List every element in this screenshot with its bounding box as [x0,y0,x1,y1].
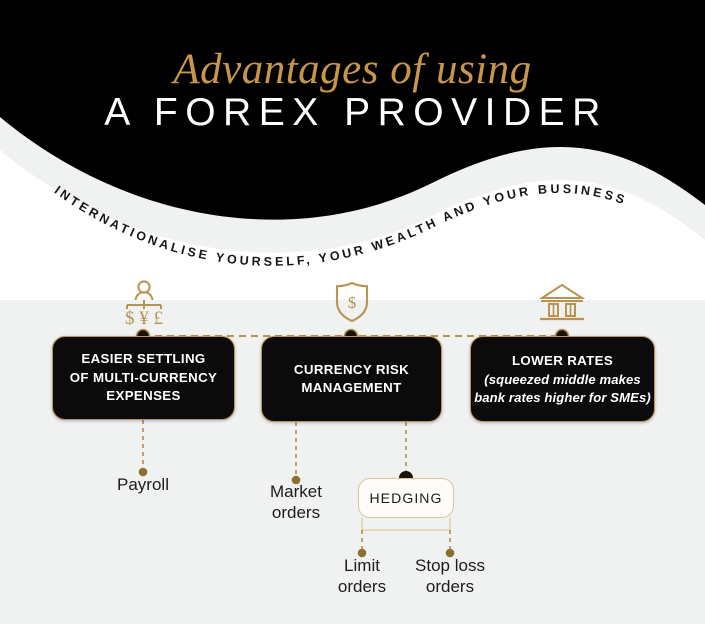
card-easier-settling-title: EASIER SETTLING OF MULTI-CURRENCY EXPENS… [70,350,218,406]
leaf-stop-loss-orders-line: Stop loss [415,556,485,575]
hero-black-shape [0,0,705,220]
currency-symbols-label: $ ¥ £ [125,308,163,326]
leaf-dot-limit-orders [357,548,367,558]
leaf-market-orders-line: orders [271,503,321,522]
person-currency-icon: $ ¥ £ [118,278,170,329]
leaf-limit-orders-line: orders [337,577,387,596]
shield-dollar-label: $ [348,293,357,312]
card-subtitle-line: (squeezed middle makes [484,372,641,388]
leaf-stop-loss-orders-line: orders [425,577,475,596]
card-currency-risk-management[interactable]: CURRENCY RISK MANAGEMENT [261,336,442,422]
wave-band-white [0,150,705,300]
card-lower-rates-title: LOWER RATES [512,352,613,371]
card-title-line: MANAGEMENT [301,380,402,395]
hedging-bracket [361,518,451,531]
leaf-payroll[interactable]: Payroll [83,474,203,495]
leaf-limit-orders-line: Limit [344,556,380,575]
leaf-dot-stop-loss-orders [445,548,455,558]
card-easier-settling[interactable]: EASIER SETTLING OF MULTI-CURRENCY EXPENS… [52,336,235,420]
card-lower-rates[interactable]: LOWER RATES (squeezed middle makes bank … [470,336,655,422]
card-lower-rates-subtitle: (squeezed middle makes bank rates higher… [474,371,651,406]
header-wave-background [0,0,705,300]
pill-hedging[interactable]: HEDGING [358,478,454,518]
card-title-line: OF MULTI-CURRENCY [69,369,218,385]
shield-dollar-icon: $ [333,280,371,324]
card-currency-risk-management-title: CURRENCY RISK MANAGEMENT [294,361,409,398]
pill-hedging-label: HEDGING [369,490,443,506]
leaf-stop-loss-orders[interactable]: Stop loss orders [395,555,505,597]
leaf-market-orders-line: Market [270,482,322,501]
card-title-line: LOWER RATES [511,352,614,368]
card-title-line: EXPENSES [106,388,181,404]
leaf-limit-orders[interactable]: Limit orders [307,555,417,597]
card-subtitle-line: bank rates higher for SMEs) [474,389,651,405]
leaf-market-orders[interactable]: Market orders [241,481,351,523]
card-title-line: EASIER SETTLING [81,351,206,367]
leaf-dot-payroll [138,467,148,477]
card-title-line: CURRENCY RISK [293,361,410,377]
leaf-dot-market-orders [291,475,301,485]
leaf-payroll-line: Payroll [117,475,169,494]
bank-building-icon [538,281,586,323]
